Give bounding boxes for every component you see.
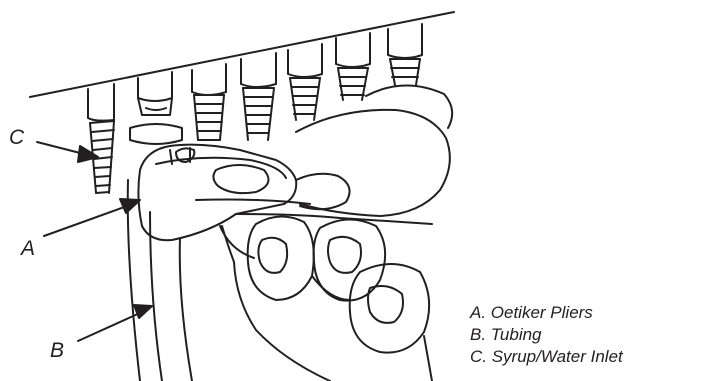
arrow-a	[44, 199, 140, 236]
fitting-4	[241, 53, 276, 140]
legend: A. Oetiker Pliers B. Tubing C. Syrup/Wat…	[470, 302, 623, 368]
callout-c: C	[9, 127, 24, 148]
fitting-1	[88, 84, 114, 193]
legend-item-c: C. Syrup/Water Inlet	[470, 346, 623, 368]
legend-item-b: B. Tubing	[470, 324, 623, 346]
fitting-6	[336, 33, 370, 100]
legend-item-a: A. Oetiker Pliers	[470, 302, 623, 324]
callout-a: A	[21, 238, 35, 259]
callout-b: B	[50, 340, 64, 361]
arrow-c	[37, 142, 98, 162]
oetiker-pliers-drawing	[138, 145, 432, 258]
hand-drawing	[222, 85, 452, 381]
fitting-3	[192, 64, 226, 140]
fitting-7	[388, 24, 422, 85]
fitting-2	[130, 72, 182, 144]
fitting-5	[288, 44, 322, 120]
arrow-b	[78, 305, 152, 341]
